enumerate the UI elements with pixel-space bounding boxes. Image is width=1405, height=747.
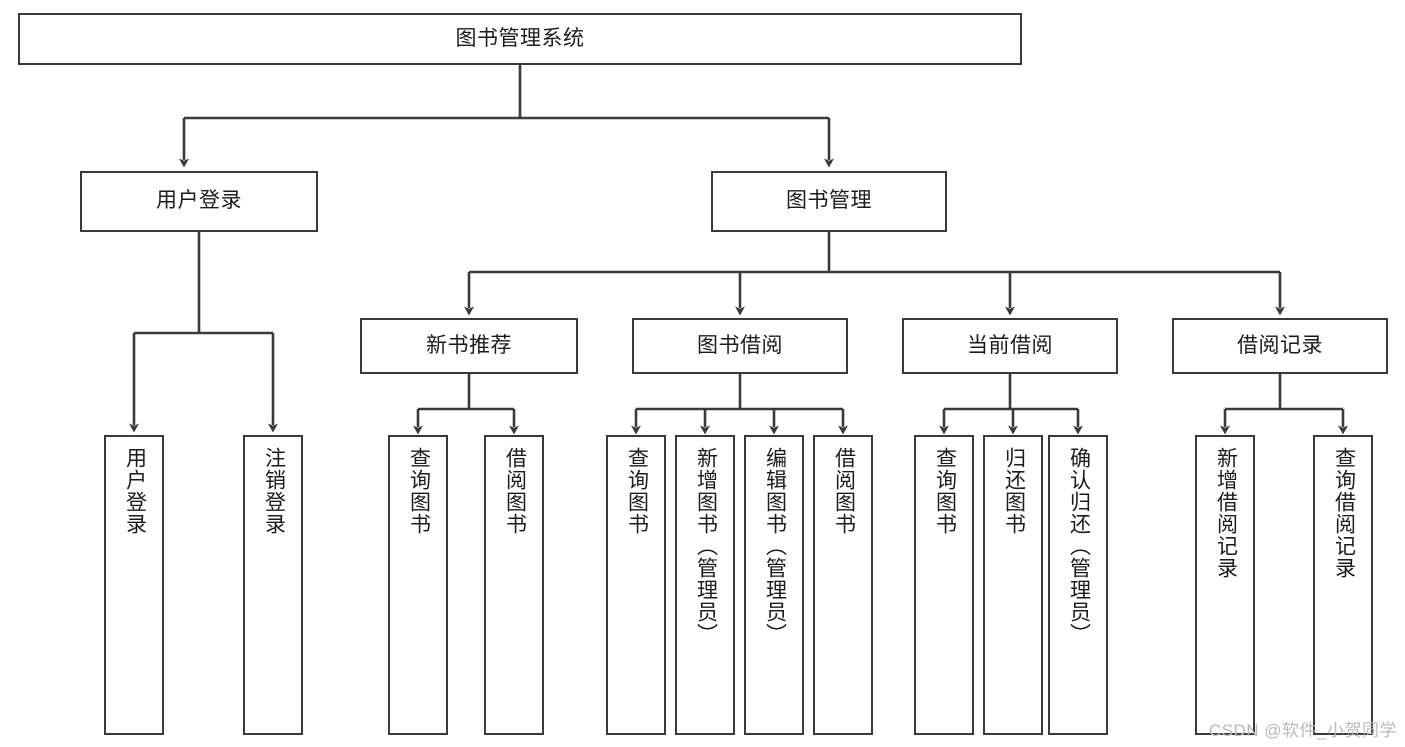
csdn-watermark: CSDN @软件_小贺同学 — [1208, 721, 1397, 740]
leaf-record-query-record[interactable]: 查询借阅记录 — [1313, 435, 1373, 735]
node-label: 查询图书 — [625, 447, 649, 535]
node-label: 编辑图书（管理员） — [763, 447, 787, 645]
node-label: 借阅图书 — [503, 447, 527, 535]
node-user-login[interactable]: 用户登录 — [80, 171, 318, 232]
node-book-management[interactable]: 图书管理 — [711, 171, 947, 232]
node-label: 用户登录 — [156, 189, 242, 213]
node-label: 当前借阅 — [967, 333, 1053, 357]
node-label: 借阅图书 — [832, 447, 856, 535]
leaf-new-book-borrow-book[interactable]: 借阅图书 — [484, 435, 544, 735]
leaf-new-book-query-book[interactable]: 查询图书 — [388, 435, 448, 735]
node-label: 图书借阅 — [697, 333, 783, 357]
node-label: 借阅记录 — [1237, 333, 1323, 357]
node-new-book-recommendation[interactable]: 新书推荐 — [360, 318, 578, 374]
node-label: 查询图书 — [407, 447, 431, 535]
leaf-current-return-book[interactable]: 归还图书 — [983, 435, 1043, 735]
node-label: 新增借阅记录 — [1214, 447, 1238, 579]
node-label: 注销登录 — [262, 447, 286, 535]
leaf-borrow-borrow-book[interactable]: 借阅图书 — [813, 435, 873, 735]
leaf-current-confirm-return-admin[interactable]: 确认归还（管理员） — [1048, 435, 1108, 735]
node-root-book-management-system[interactable]: 图书管理系统 — [18, 13, 1022, 65]
leaf-borrow-query-book[interactable]: 查询图书 — [606, 435, 666, 735]
node-label: 归还图书 — [1002, 447, 1026, 535]
leaf-current-query-book[interactable]: 查询图书 — [914, 435, 974, 735]
leaf-record-add-record[interactable]: 新增借阅记录 — [1195, 435, 1255, 735]
node-book-borrowing[interactable]: 图书借阅 — [632, 318, 848, 374]
leaf-user-login-signin[interactable]: 用户登录 — [104, 435, 164, 735]
node-label: 用户登录 — [123, 447, 147, 535]
leaf-borrow-add-book-admin[interactable]: 新增图书（管理员） — [675, 435, 735, 735]
leaf-borrow-edit-book-admin[interactable]: 编辑图书（管理员） — [744, 435, 804, 735]
leaf-user-login-signout[interactable]: 注销登录 — [243, 435, 303, 735]
node-label: 图书管理 — [786, 189, 872, 213]
node-label: 查询图书 — [933, 447, 957, 535]
node-label: 新书推荐 — [426, 333, 512, 357]
node-label: 图书管理系统 — [455, 26, 585, 50]
node-current-borrowing[interactable]: 当前借阅 — [902, 318, 1118, 374]
node-label: 新增图书（管理员） — [694, 447, 718, 645]
node-borrowing-record[interactable]: 借阅记录 — [1172, 318, 1388, 374]
node-label: 确认归还（管理员） — [1067, 447, 1091, 645]
node-label: 查询借阅记录 — [1332, 447, 1356, 579]
